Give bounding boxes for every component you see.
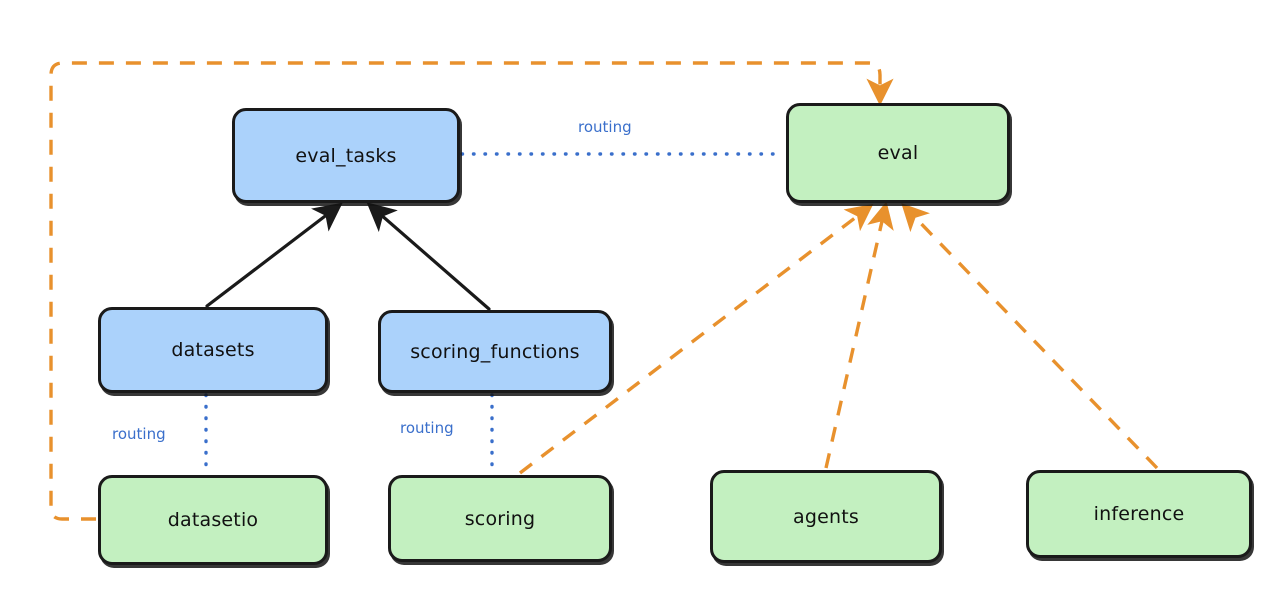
node-label: scoring xyxy=(464,507,536,530)
node-scoring-functions[interactable]: scoring_functions xyxy=(378,310,612,393)
node-agents[interactable]: agents xyxy=(710,470,942,563)
edge-label-routing-datasets-datasetio: routing xyxy=(112,425,166,443)
edge-scoring-to-eval xyxy=(518,203,874,475)
node-datasets[interactable]: datasets xyxy=(98,307,328,393)
node-label: inference xyxy=(1093,503,1185,525)
edge-agents-to-eval xyxy=(824,201,894,469)
node-datasetio[interactable]: datasetio xyxy=(98,475,328,565)
edge-label-routing-scoring-functions-scoring: routing xyxy=(400,419,454,437)
node-scoring[interactable]: scoring xyxy=(388,475,612,562)
edge-label-routing-eval-tasks-eval: routing xyxy=(578,118,632,136)
edge-inference-to-eval xyxy=(901,203,1159,470)
node-label: scoring_functions xyxy=(410,340,580,363)
node-eval[interactable]: eval xyxy=(786,103,1010,203)
node-label: eval_tasks xyxy=(295,144,397,167)
node-label: eval xyxy=(877,142,919,164)
edge-scoring-functions-to-eval-tasks xyxy=(366,202,491,311)
node-label: datasetio xyxy=(167,509,259,531)
node-inference[interactable]: inference xyxy=(1026,470,1252,558)
node-label: agents xyxy=(793,505,859,528)
edge-datasetio-to-eval xyxy=(49,61,894,521)
node-eval-tasks[interactable]: eval_tasks xyxy=(232,108,460,203)
node-label: datasets xyxy=(171,339,255,361)
edge-datasets-to-eval-tasks xyxy=(205,202,343,308)
